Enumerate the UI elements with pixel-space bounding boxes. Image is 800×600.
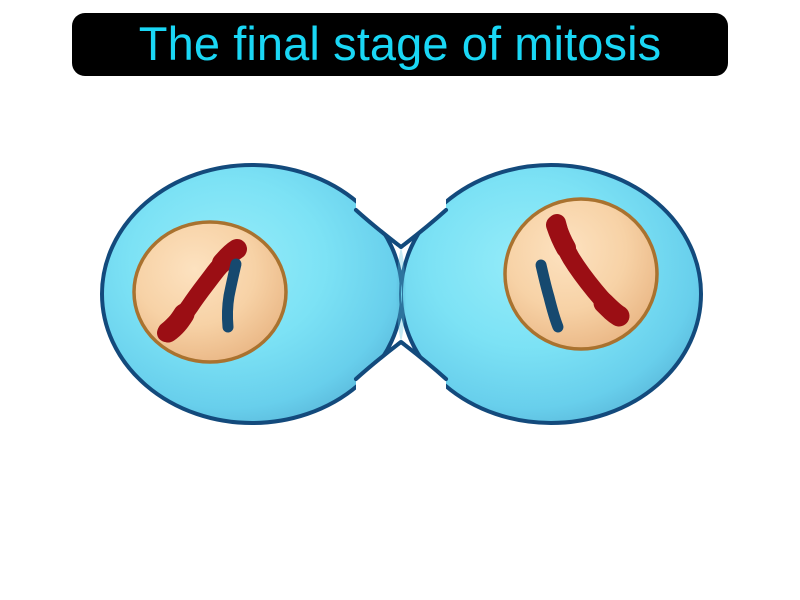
- left-red-chromosome-arm-lower: [157, 303, 195, 343]
- left-daughter-cell: [100, 163, 404, 425]
- left-red-chromosome-arm-upper: [212, 239, 247, 273]
- left-blue-chromosome: [221, 258, 242, 333]
- right-blue-chromosome: [535, 259, 564, 333]
- page-title: The final stage of mitosis: [138, 17, 662, 70]
- right-nucleus: [503, 197, 659, 351]
- furrow-bottom-gap: [356, 343, 446, 440]
- cleavage-furrow: [354, 150, 448, 440]
- right-daughter-cell: [399, 163, 703, 425]
- furrow-top-gap: [356, 150, 446, 246]
- furrow-top-outline-top: [354, 208, 448, 249]
- furrow-bottom-outline-top: [354, 340, 448, 381]
- left-nucleus: [132, 220, 288, 364]
- furrow-neck-shading: [396, 247, 406, 342]
- title-banner: The final stage of mitosis: [72, 13, 728, 76]
- right-red-chromosome-arm-upper: [546, 215, 576, 258]
- right-red-chromosome-arm-lower: [593, 292, 630, 327]
